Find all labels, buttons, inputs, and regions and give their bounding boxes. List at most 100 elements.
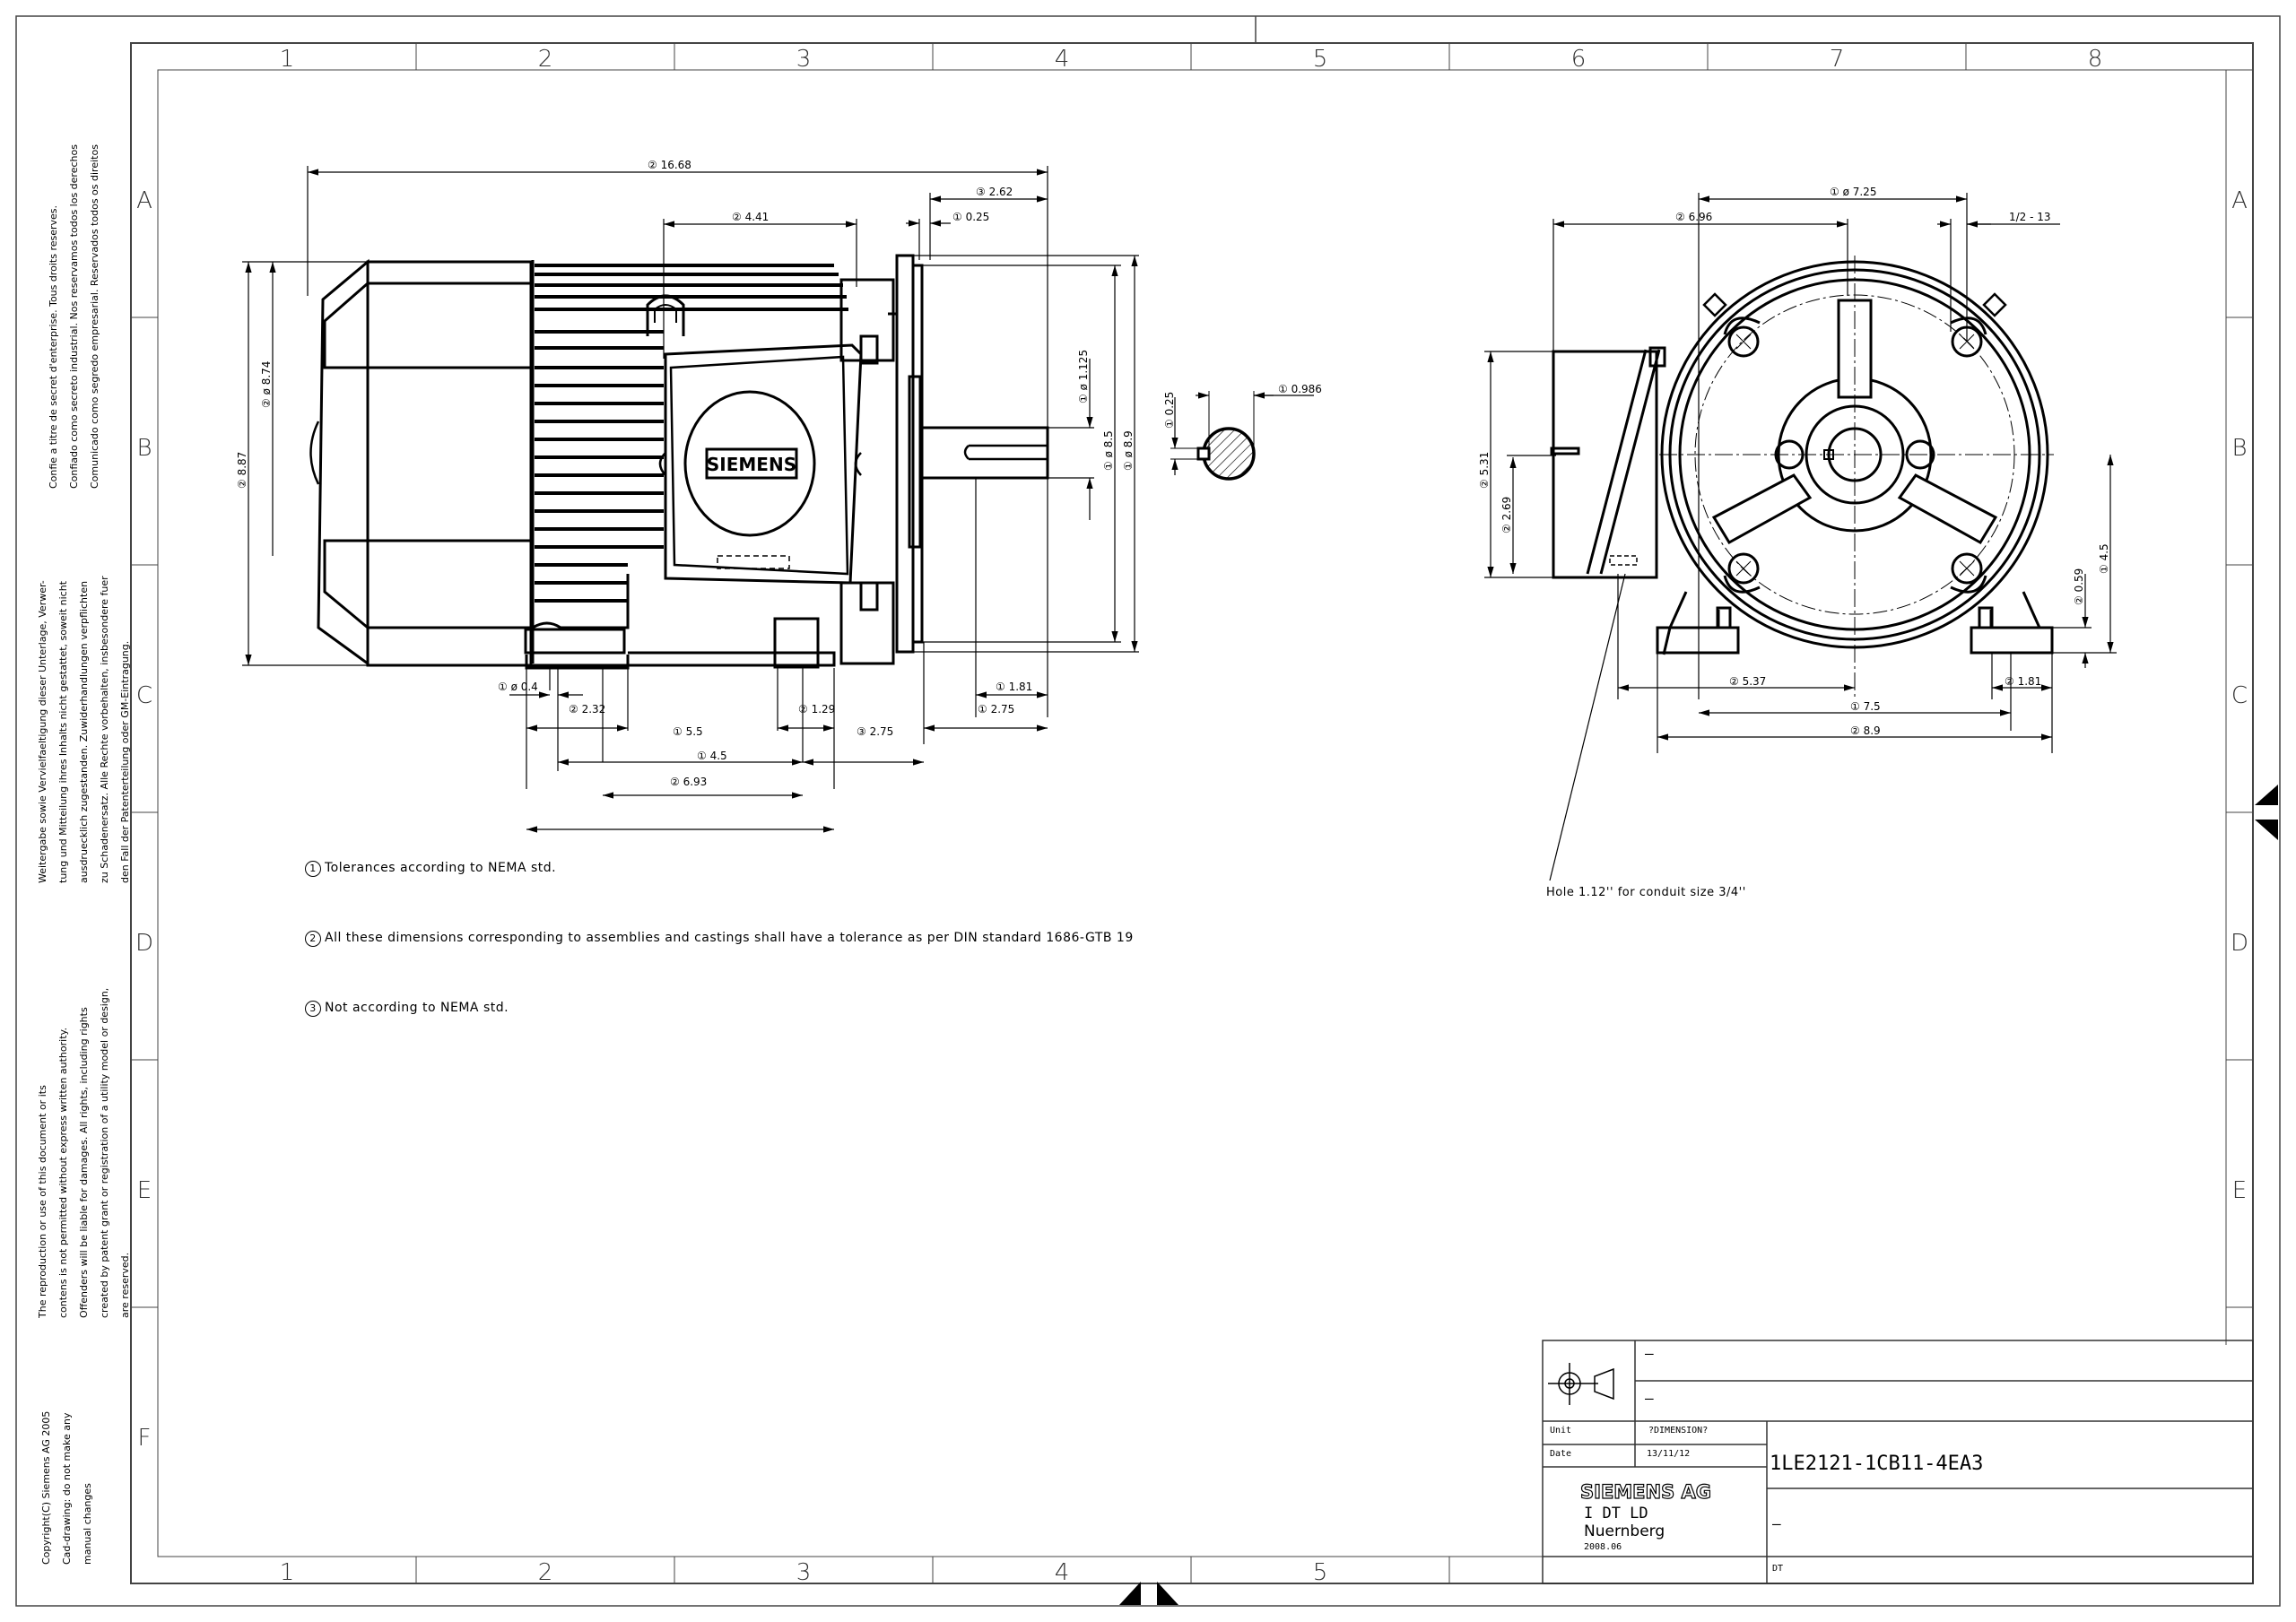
- front-view-dim-labels: ① ø 7.25 ② 6.96 1/2 - 13 ② 5.31 ② 2.69 ①…: [1478, 186, 2110, 737]
- legal-line: Confiado como secreto industrial. Nos re…: [68, 144, 80, 489]
- legal-line: den Fall der Patenterteilung oder GM-Ein…: [119, 640, 131, 883]
- note-3: 3 Not according to NEMA std.: [305, 1001, 509, 1017]
- shaft-section: [1170, 391, 1314, 481]
- description: –: [1772, 1515, 1781, 1532]
- conduit-note: Hole 1.12'' for conduit size 3/4'': [1546, 886, 1746, 899]
- legal-note-german: Weitergabe sowie Vervielfaeltigung diese…: [32, 576, 135, 883]
- dim-box-height: ② 5.31: [1478, 452, 1491, 489]
- dim-foot-hole: ① ø 0.4: [498, 681, 538, 693]
- col-label: 2: [538, 1559, 553, 1586]
- dim-bolt-to-flange: ③ 2.75: [857, 725, 893, 738]
- dim-shaft-over-key: ① 0.986: [1278, 383, 1322, 395]
- row-label: C: [136, 682, 152, 709]
- row-label: D: [2231, 930, 2248, 957]
- dim-foot-length: ② 6.93: [670, 776, 707, 788]
- dim-frame-diameter: ② ø 8.74: [260, 361, 273, 408]
- cad-warning-line: Cad-drawing: do not make any: [61, 1412, 73, 1565]
- dim-bolt-circle: ① ø 7.25: [1830, 186, 1876, 198]
- note-text: Tolerances according to NEMA std.: [325, 861, 557, 875]
- dim-shaft-length: ① 2.75: [978, 703, 1014, 716]
- front-view-motor: [1550, 260, 2054, 655]
- dim-foot-span-1: ① 5.5: [673, 725, 703, 738]
- dim-foot-span-2: ① 4.5: [697, 750, 727, 762]
- note-mark: 2: [305, 931, 321, 947]
- dim-terminal-box-length: ② 4.41: [732, 211, 769, 223]
- col-label: 5: [1313, 1559, 1328, 1586]
- col-label: 4: [1055, 1559, 1070, 1586]
- dim-flange-diameter: ① ø 8.9: [1122, 430, 1135, 471]
- col-label: 1: [280, 1559, 295, 1586]
- note-text: Not according to NEMA std.: [325, 1001, 509, 1015]
- dim-box-to-center: ② 5.37: [1729, 675, 1766, 688]
- dim-foot-end: ② 2.32: [569, 703, 605, 716]
- col-label: 4: [1055, 46, 1070, 73]
- legal-line: Offenders will be liable for damages. Al…: [78, 1007, 90, 1318]
- col-label: 3: [796, 46, 812, 73]
- projection-symbol-icon: [1548, 1363, 1614, 1405]
- row-label: B: [2231, 435, 2247, 462]
- col-label: 2: [538, 46, 553, 73]
- shaft-section-labels: ① 0.25 ① 0.986: [1163, 383, 1322, 429]
- dim-key-length: ① 1.81: [996, 681, 1032, 693]
- legal-line: Comunicado como segredo empresarial. Res…: [89, 144, 100, 489]
- sheet-border: [15, 15, 2281, 1607]
- note-1: 1 Tolerances according to NEMA std.: [305, 861, 556, 877]
- side-view-dimensions: [242, 166, 1139, 833]
- legal-line: ausdruecklich zugestanden. Zuwiderhandlu…: [78, 580, 90, 883]
- legal-line: contens is not permitted without express…: [57, 1028, 69, 1318]
- row-label: F: [138, 1425, 152, 1452]
- legal-line: zu Schadenersatz. Alle Rechte vorbehalte…: [99, 576, 110, 883]
- legal-note-english: The reproduction or use of this document…: [32, 988, 135, 1318]
- row-label: E: [137, 1177, 152, 1204]
- dim-flange-thickness: ① 0.25: [952, 211, 989, 223]
- grid-labels: 1 2 3 4 5 6 7 8 1 2 3 4 5 A B C D E F A …: [135, 46, 2248, 1586]
- row-label: A: [2231, 187, 2248, 214]
- unit-value: ?DIMENSION?: [1648, 1426, 1709, 1436]
- title-block-frame: [1542, 1340, 2254, 1584]
- siemens-logo: SIEMENS: [707, 454, 796, 475]
- dim-box-offset: ② 6.96: [1675, 211, 1712, 223]
- front-view-centerlines: [1659, 256, 2054, 699]
- template-date: 2008.06: [1584, 1542, 1622, 1552]
- dim-box-low: ② 2.69: [1500, 497, 1513, 533]
- col-label: 8: [2088, 46, 2103, 73]
- col-label: 3: [796, 1559, 812, 1586]
- dim-overall-length: ② 16.68: [648, 159, 691, 171]
- dim-feet-width: ② 8.9: [1850, 724, 1881, 737]
- company-name: SIEMENS AG: [1579, 1480, 1712, 1503]
- dim-shaft-height: ① 4.5: [2098, 543, 2110, 574]
- footer-code: DT: [1772, 1564, 1784, 1574]
- legal-line: created by patent grant or registration …: [99, 987, 110, 1318]
- col-label: 7: [1830, 46, 1845, 73]
- unit-label: Unit: [1550, 1426, 1572, 1436]
- dim-thread: 1/2 - 13: [2009, 211, 2051, 223]
- row-label: A: [136, 187, 152, 214]
- legal-line: Weitergabe sowie Vervielfaeltigung diese…: [37, 580, 48, 883]
- centering-marks: [1119, 785, 2278, 1605]
- copyright-note: Copyright(C) Siemens AG 2005 Cad-drawing…: [36, 1411, 98, 1565]
- copyright-line: Copyright(C) Siemens AG 2005: [40, 1410, 52, 1565]
- dim-shaft-diameter: ① ø 1.125: [1077, 350, 1090, 403]
- legal-note-romance: Confie a titre de secret d'enterprise. T…: [43, 144, 105, 489]
- dim-foot-edge: ② 1.81: [2005, 675, 2041, 688]
- col-label: 1: [280, 46, 295, 73]
- front-view-dimensions: [1484, 193, 2117, 881]
- department: I DT LD: [1584, 1505, 1648, 1522]
- note-text: All these dimensions corresponding to as…: [325, 931, 1134, 945]
- note-2: 2 All these dimensions corresponding to a…: [305, 931, 1134, 947]
- dim-height-overall: ② 8.87: [236, 452, 248, 489]
- title-field-1: –: [1645, 1345, 1654, 1362]
- city: Nuernberg: [1584, 1522, 1665, 1540]
- note-mark: 3: [305, 1001, 321, 1017]
- row-label: E: [2232, 1177, 2247, 1204]
- note-mark: 1: [305, 861, 321, 877]
- title-field-2: –: [1645, 1390, 1654, 1407]
- legal-line: tung und Mitteilung ihres Inhalts nicht …: [57, 580, 69, 883]
- dim-foot-holes-span: ① 7.5: [1850, 700, 1881, 713]
- date-value: 13/11/12: [1647, 1449, 1691, 1459]
- row-label: C: [2231, 682, 2248, 709]
- legal-line: The reproduction or use of this document…: [37, 1085, 48, 1318]
- col-label: 6: [1571, 46, 1587, 73]
- side-view-motor: SIEMENS: [309, 254, 1049, 670]
